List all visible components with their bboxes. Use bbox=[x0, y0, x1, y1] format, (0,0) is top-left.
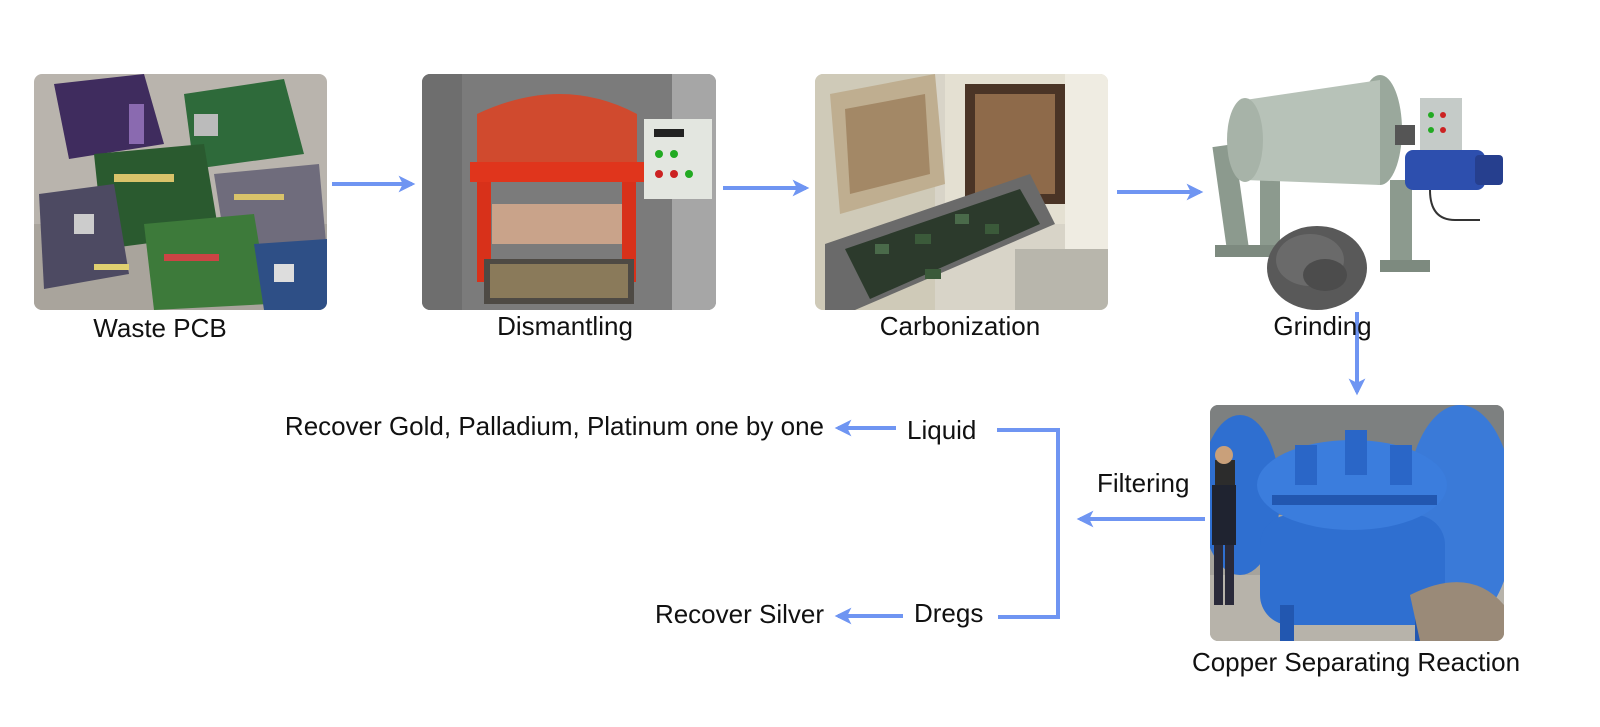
grinding-photo bbox=[1205, 70, 1510, 310]
grinding-label: Grinding bbox=[1273, 311, 1372, 341]
reactor-tank-icon bbox=[1210, 405, 1504, 641]
dregs-label: Dregs bbox=[914, 598, 984, 628]
waste-pcb-label: Waste PCB bbox=[93, 313, 227, 343]
ball-mill-icon bbox=[1205, 70, 1510, 310]
bracket-liquid-dregs bbox=[997, 428, 1060, 619]
filtering-label: Filtering bbox=[1097, 468, 1190, 498]
gold-output-label: Recover Gold, Palladium, Platinum one by… bbox=[284, 411, 824, 441]
waste-pcb-photo bbox=[34, 74, 327, 310]
dismantling-machine-icon bbox=[422, 74, 716, 310]
circuit-boards-icon bbox=[34, 74, 327, 310]
dismantling-photo bbox=[422, 74, 716, 310]
copper-separating-photo bbox=[1210, 405, 1504, 641]
copper-separating-label: Copper Separating Reaction bbox=[1191, 647, 1521, 677]
liquid-label: Liquid bbox=[907, 415, 977, 445]
dismantling-label: Dismantling bbox=[497, 311, 633, 341]
carbonization-label: Carbonization bbox=[879, 311, 1041, 341]
carbonization-furnace-icon bbox=[815, 74, 1108, 310]
carbonization-photo bbox=[815, 74, 1108, 310]
silver-output-label: Recover Silver bbox=[654, 599, 824, 629]
